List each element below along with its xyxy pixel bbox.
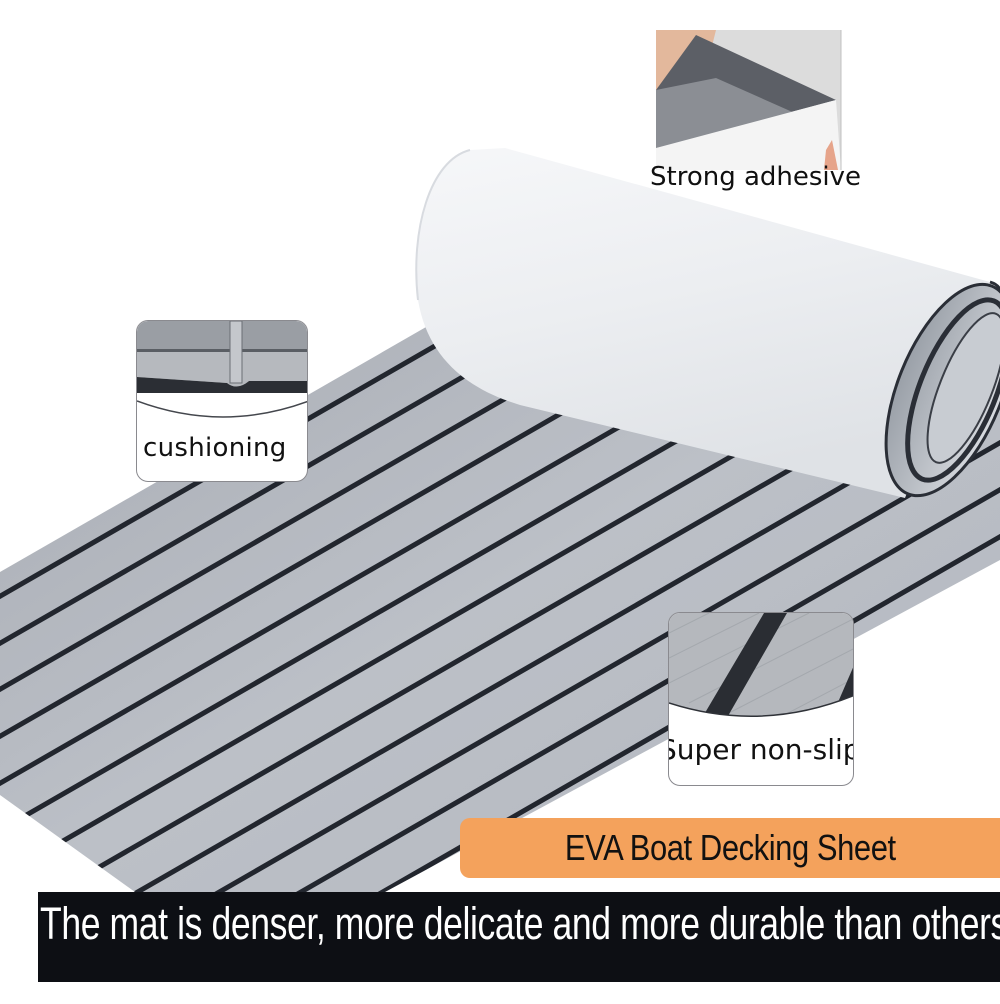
divider-curve <box>137 400 307 418</box>
brushed-texture-icon <box>669 613 853 717</box>
callout-label: Super non-slip <box>668 733 854 766</box>
callout-label: cushioning <box>143 433 287 463</box>
tagline-bar: The mat is denser, more delicate and mor… <box>38 892 1000 982</box>
callout-strong-adhesive: Strong adhesive <box>650 30 861 200</box>
callout-super-non-slip: Super non-slip <box>668 612 854 786</box>
peeling-adhesive-icon <box>656 30 842 170</box>
rolled-sheet <box>415 148 1000 498</box>
tagline-text: The mat is denser, more delicate and mor… <box>40 898 1000 949</box>
product-title-banner: EVA Boat Decking Sheet <box>460 818 1000 878</box>
callout-label: Strong adhesive <box>650 162 862 192</box>
product-title: EVA Boat Decking Sheet <box>564 827 896 868</box>
pressed-foam-icon <box>137 321 307 401</box>
callout-cushioning: cushioning <box>136 320 308 482</box>
